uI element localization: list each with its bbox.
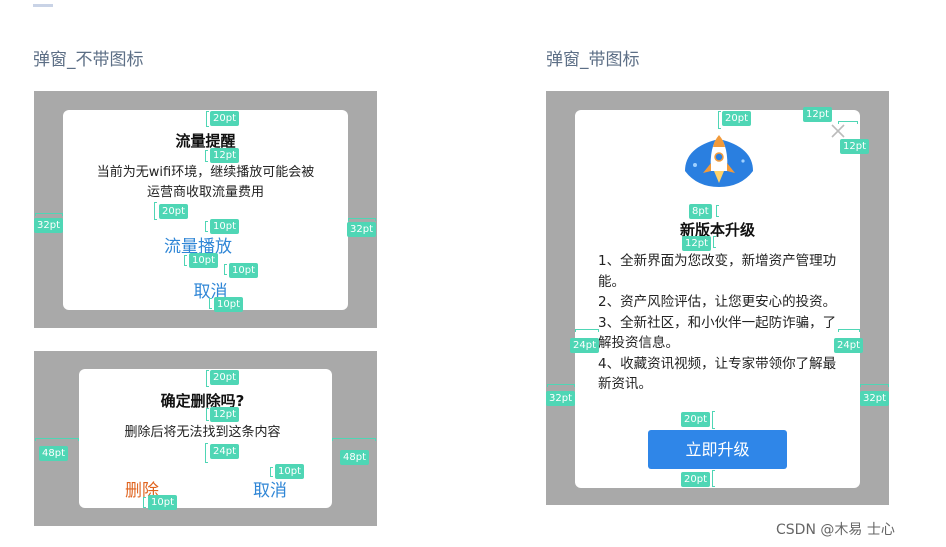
spacing-tag: 48pt bbox=[340, 450, 369, 465]
spacing-tag: 8pt bbox=[689, 204, 712, 219]
spacing-bracket bbox=[575, 329, 599, 332]
spacing-tag: 32pt bbox=[34, 218, 63, 233]
close-icon[interactable] bbox=[830, 123, 846, 139]
spacing-tag: 12pt bbox=[210, 407, 239, 422]
spacing-bracket bbox=[143, 497, 146, 508]
upgrade-notes: 1、全新界面为您改变，新增资产管理功能。 2、资产风险评估，让您更安心的投资。 … bbox=[598, 251, 842, 395]
spacing-bracket bbox=[206, 111, 209, 127]
spacing-tag: 12pt bbox=[210, 148, 239, 163]
upgrade-note-item: 1、全新界面为您改变，新增资产管理功能。 bbox=[598, 253, 837, 290]
spacing-tag: 10pt bbox=[214, 297, 243, 312]
upgrade-note-item: 3、全新社区，和小伙伴一起防诈骗，了解投资信息。 bbox=[598, 314, 837, 352]
spacing-tag: 48pt bbox=[39, 446, 68, 461]
section-title-with-icon: 弹窗_带图标 bbox=[546, 50, 640, 70]
spacing-tag: 12pt bbox=[840, 139, 869, 154]
spacing-bracket bbox=[838, 121, 858, 124]
spacing-bracket bbox=[332, 438, 376, 441]
spacing-tag: 32pt bbox=[860, 391, 889, 406]
spacing-bracket bbox=[205, 150, 208, 162]
spacing-tag: 32pt bbox=[546, 391, 575, 406]
top-accent-bar bbox=[33, 4, 53, 7]
spacing-tag: 20pt bbox=[210, 370, 239, 385]
rocket-icon bbox=[685, 135, 753, 187]
spacing-tag: 24pt bbox=[570, 338, 599, 353]
dialog1-title: 流量提醒 bbox=[175, 132, 236, 150]
spacing-bracket bbox=[718, 111, 721, 129]
upgrade-now-button[interactable]: 立即升级 bbox=[648, 430, 787, 469]
spacing-bracket bbox=[206, 408, 209, 421]
dialog2-title: 确定删除吗? bbox=[160, 392, 245, 410]
spacing-bracket bbox=[209, 298, 212, 309]
dialog1-body-line1: 当前为无wifi环境，继续播放可能会被 bbox=[96, 165, 315, 180]
spacing-bracket bbox=[35, 438, 79, 441]
spacing-bracket bbox=[154, 202, 157, 220]
spacing-tag: 20pt bbox=[681, 412, 710, 427]
spacing-tag: 20pt bbox=[681, 472, 710, 487]
spacing-tag: 10pt bbox=[189, 253, 218, 268]
spacing-bracket bbox=[35, 213, 63, 216]
spacing-tag: 24pt bbox=[210, 444, 239, 459]
spacing-bracket bbox=[838, 329, 860, 332]
upgrade-note-item: 2、资产风险评估，让您更安心的投资。 bbox=[598, 294, 837, 310]
dialog3-title: 新版本升级 bbox=[679, 221, 755, 239]
section-title-no-icon: 弹窗_不带图标 bbox=[33, 50, 144, 70]
spacing-bracket bbox=[713, 236, 716, 248]
spacing-tag: 10pt bbox=[229, 263, 258, 278]
dialog1-body-line2: 运营商收取流量费用 bbox=[146, 185, 264, 200]
spacing-bracket bbox=[860, 384, 889, 387]
spacing-bracket bbox=[206, 370, 209, 387]
dialog2-cancel-button[interactable]: 取消 bbox=[253, 481, 287, 501]
upgrade-note-item: 4、收藏资讯视频，让专家带领你了解最新资讯。 bbox=[598, 355, 837, 393]
spacing-tag: 20pt bbox=[722, 111, 751, 126]
spacing-bracket bbox=[547, 384, 575, 387]
spacing-bracket bbox=[205, 443, 208, 463]
dialog2-body: 删除后将无法找到这条内容 bbox=[124, 425, 281, 440]
spacing-tag: 12pt bbox=[803, 107, 832, 122]
spacing-tag: 10pt bbox=[275, 464, 304, 479]
spacing-tag: 20pt bbox=[210, 111, 239, 126]
spacing-bracket bbox=[348, 218, 376, 221]
spacing-tag: 10pt bbox=[210, 219, 239, 234]
dialog2-card bbox=[79, 369, 332, 508]
spacing-tag: 10pt bbox=[148, 495, 177, 510]
spacing-bracket bbox=[712, 470, 715, 487]
spacing-bracket bbox=[716, 205, 719, 217]
spacing-bracket bbox=[184, 255, 187, 266]
spacing-tag: 20pt bbox=[159, 204, 188, 219]
watermark: CSDN @木易 士心 bbox=[776, 522, 895, 538]
spacing-bracket bbox=[205, 221, 208, 232]
spacing-bracket bbox=[224, 264, 227, 275]
spacing-tag: 24pt bbox=[834, 338, 863, 353]
spacing-tag: 32pt bbox=[347, 222, 376, 237]
spacing-bracket bbox=[712, 411, 715, 429]
dialog1-card bbox=[63, 110, 348, 310]
traffic-play-button[interactable]: 流量播放 bbox=[164, 237, 232, 257]
spacing-tag: 12pt bbox=[682, 236, 711, 251]
spacing-bracket bbox=[270, 467, 273, 477]
